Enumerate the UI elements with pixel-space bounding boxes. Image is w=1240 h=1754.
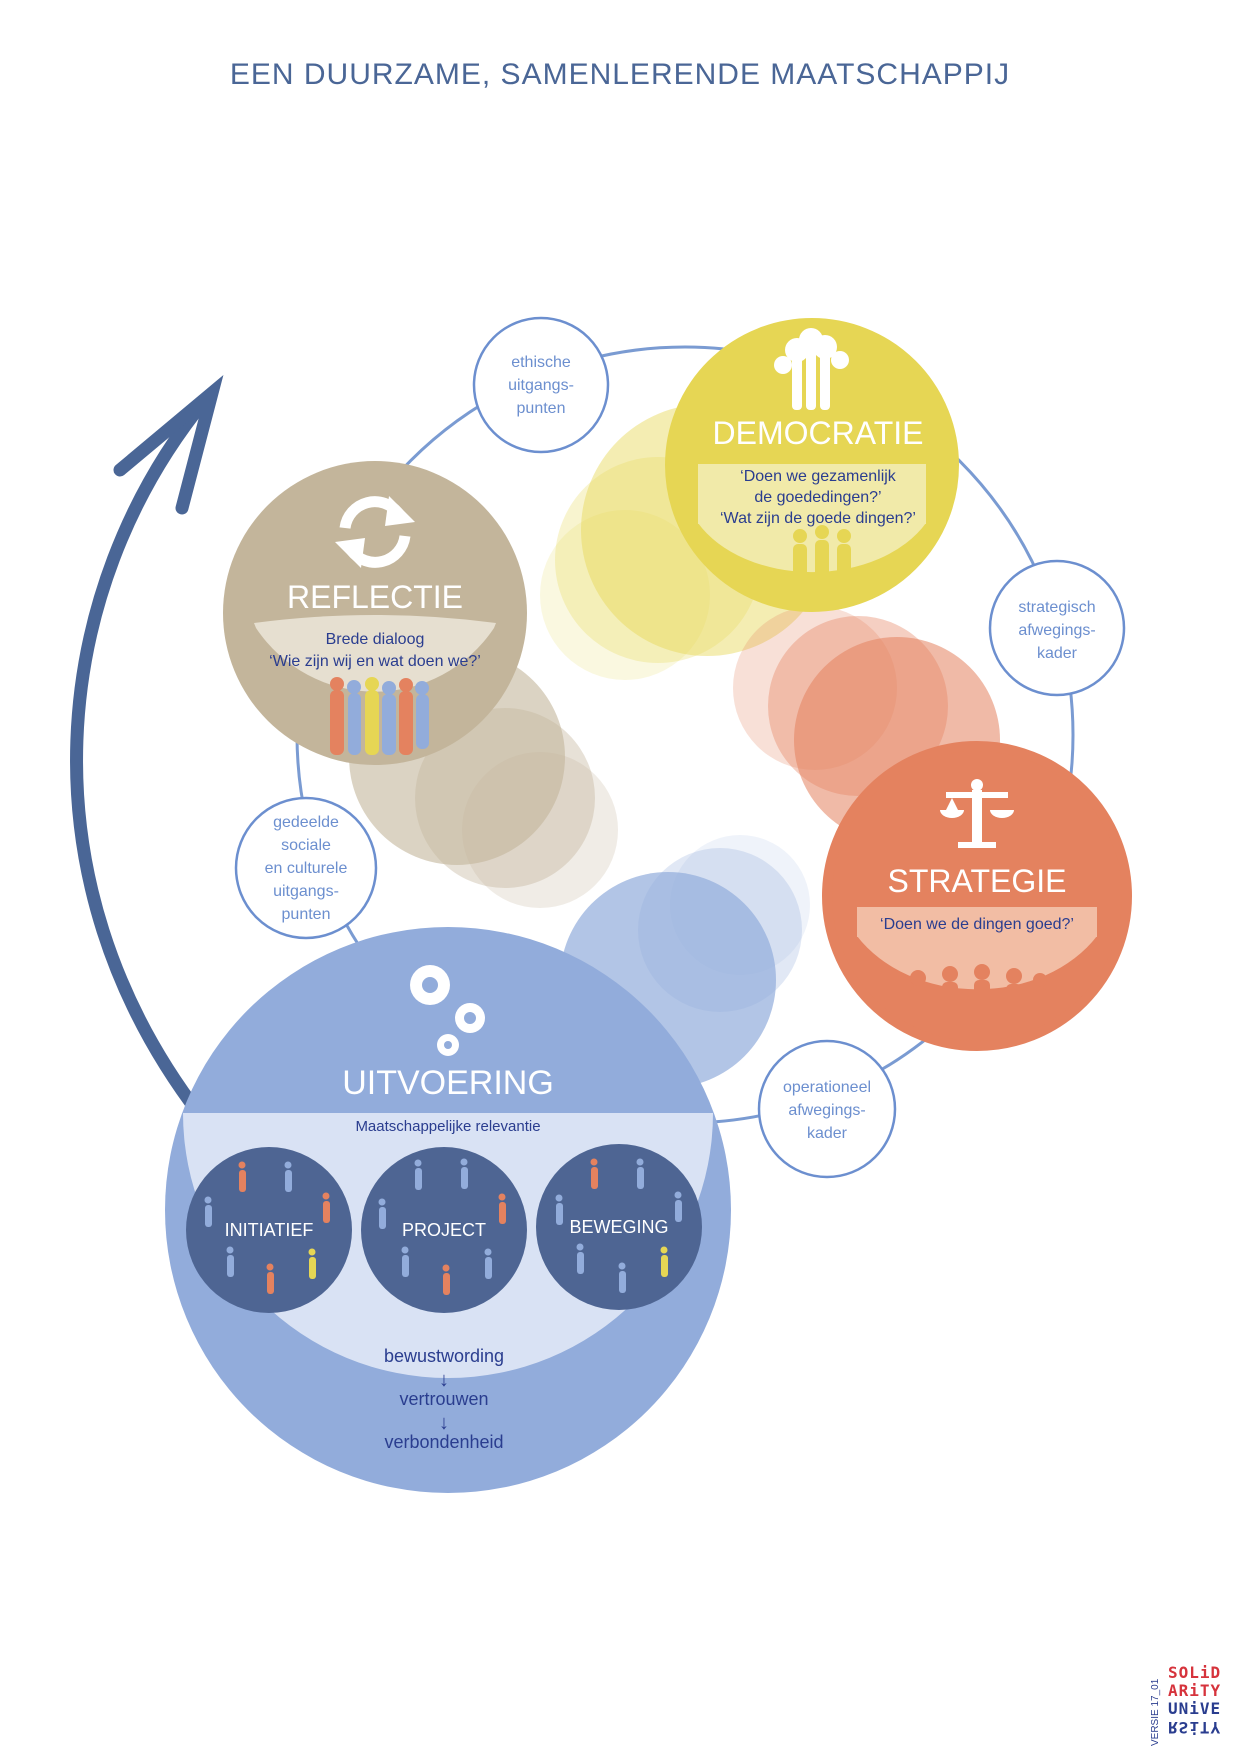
logo-line: ARiTY: [1168, 1681, 1222, 1700]
page-title: EEN DUURZAME, SAMENLERENDE MAATSCHAPPIJ: [229, 58, 1011, 91]
connector-line: afwegings-: [1018, 622, 1095, 639]
people-group-icon: [330, 677, 429, 755]
logo-line: SOLiD: [1168, 1663, 1222, 1682]
sub-circle-label: PROJECT: [402, 1220, 486, 1240]
connector-line: uitgangs-: [508, 377, 574, 394]
sub-circle-label: BEWEGING: [569, 1217, 668, 1237]
refresh-arrows-icon: [335, 496, 415, 568]
scales-icon: [940, 779, 1014, 848]
connector-gedeeld: gedeelde sociale en culturele uitgangs- …: [234, 796, 378, 940]
logo-line: UNiVE: [1168, 1699, 1222, 1718]
connector-line: ethische: [511, 354, 571, 371]
step-label: verbondenheid: [384, 1432, 503, 1452]
connector-line: uitgangs-: [273, 883, 339, 900]
connector-operationeel: operationeel afwegings- kader: [757, 1039, 897, 1179]
connector-strategisch: strategisch afwegings- kader: [988, 559, 1126, 697]
gears-icon: [410, 965, 485, 1056]
step-label: vertrouwen: [399, 1389, 488, 1409]
uitvoering-circle: UITVOERING Maatschappelijke relevantie I…: [165, 927, 731, 1493]
cycle-arrow: [70, 393, 212, 1122]
democratie-line: de goededingen?’: [754, 489, 881, 506]
raised-hands-icon: [774, 328, 849, 410]
strategie-circle: STRATEGIE ‘Doen we de dingen goed?’: [822, 741, 1132, 1051]
connector-line: punten: [517, 400, 566, 417]
meeting-table-icon: [900, 964, 1050, 1010]
connector-ethisch: ethische uitgangs- punten: [472, 316, 610, 454]
reflectie-circle: REFLECTIE Brede dialoog ‘Wie zijn wij en…: [223, 461, 527, 765]
strategie-title: STRATEGIE: [888, 863, 1067, 899]
logo-line: RSiTY: [1168, 1718, 1222, 1737]
connector-line: punten: [282, 906, 331, 923]
connector-line: sociale: [281, 837, 331, 854]
democratie-line: ‘Doen we gezamenlijk: [740, 468, 897, 485]
democratie-line: ‘Wat zijn de goede dingen?’: [720, 510, 916, 527]
version-label: VERSIE 17_01: [1150, 1678, 1161, 1746]
uitvoering-subtitle: Maatschappelijke relevantie: [355, 1118, 540, 1135]
people-silhouette-icon: [793, 525, 851, 580]
cycle-arrow-head: [113, 374, 224, 515]
sub-circle-label: INITIATIEF: [225, 1220, 314, 1240]
connector-line: strategisch: [1018, 599, 1095, 616]
uitvoering-title: UITVOERING: [342, 1064, 554, 1102]
connector-line: afwegings-: [788, 1102, 865, 1119]
strategie-line: ‘Doen we de dingen goed?’: [880, 916, 1074, 933]
reflectie-line: ‘Wie zijn wij en wat doen we?’: [269, 653, 481, 670]
reflectie-title: REFLECTIE: [287, 579, 463, 615]
step-arrow: ↓: [439, 1412, 449, 1434]
connector-line: kader: [807, 1125, 848, 1142]
connector-line: gedeelde: [273, 814, 339, 831]
connector-line: kader: [1037, 645, 1078, 662]
connector-line: en culturele: [265, 860, 348, 877]
step-label: bewustwording: [384, 1346, 504, 1366]
democratie-circle: DEMOCRATIE ‘Doen we gezamenlijk de goede…: [665, 318, 959, 612]
connector-line: operationeel: [783, 1079, 871, 1096]
solidarity-university-logo: SOLiD ARiTY UNiVE RSiTY: [1168, 1664, 1234, 1748]
reflectie-line: Brede dialoog: [326, 631, 425, 648]
people-markers: [204, 1158, 682, 1295]
step-arrow: ↓: [439, 1369, 449, 1391]
democratie-title: DEMOCRATIE: [713, 415, 924, 451]
